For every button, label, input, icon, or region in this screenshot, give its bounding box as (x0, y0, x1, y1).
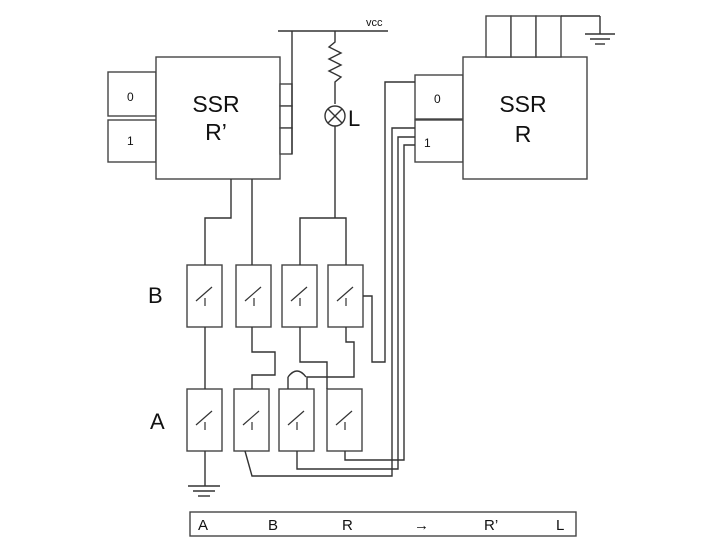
truth-table-rprime: R’ (484, 517, 498, 534)
ground-icon-bottom (188, 485, 220, 497)
ssr-right-title: SSR (499, 91, 546, 117)
vcc-label: vcc (366, 17, 383, 29)
ssr-left-input-0-label: 0 (127, 90, 134, 104)
ssr-right-input-0 (414, 74, 464, 120)
ssr-right-subtitle: R (515, 121, 532, 147)
switch-b4 (327, 264, 364, 328)
ssr-left: 0 1 SSR R’ (107, 31, 293, 180)
truth-table-arrow: → (414, 517, 429, 534)
wiring (204, 81, 415, 486)
lamp-icon: L (324, 105, 360, 131)
vcc-rail: vcc (278, 17, 388, 32)
switch-row-b (186, 264, 364, 328)
ssr-right: 0 1 SSR R (414, 15, 601, 180)
ssr-left-pin-3 (279, 127, 293, 155)
ssr-right-pin-1 (485, 15, 512, 58)
ssr-right-pin-3 (535, 15, 562, 58)
ground-icon-top (585, 33, 615, 45)
truth-table-a: A (198, 517, 208, 534)
truth-table: A B R → R’ L (189, 511, 577, 537)
row-label-a: A (150, 409, 165, 434)
ssr-right-input-1-label: 1 (424, 136, 431, 150)
ssr-left-input-1 (107, 119, 157, 163)
truth-table-frame (189, 511, 577, 537)
ssr-right-pin-2 (510, 15, 537, 58)
ssr-left-subtitle: R’ (205, 119, 227, 145)
row-label-b: B (148, 283, 163, 308)
switch-a1 (186, 388, 223, 452)
switch-b2 (235, 264, 272, 328)
lamp-label: L (348, 106, 360, 131)
truth-table-l: L (556, 517, 564, 534)
switch-a2 (233, 388, 270, 452)
ssr-right-body (462, 56, 588, 180)
truth-table-b: B (268, 517, 278, 534)
switch-row-a (186, 388, 363, 452)
ssr-left-input-1-label: 1 (127, 134, 134, 148)
ssr-left-pin-2 (279, 105, 293, 129)
ssr-left-pin-1 (279, 83, 293, 107)
switch-a4 (326, 388, 363, 452)
ssr-left-body (155, 56, 281, 180)
resistor (327, 31, 343, 104)
truth-table-r: R (342, 517, 353, 534)
ssr-left-title: SSR (192, 91, 239, 117)
switch-b1 (186, 264, 223, 328)
switch-b3 (281, 264, 318, 328)
ssr-right-input-1 (414, 119, 464, 163)
switch-a3 (278, 388, 315, 452)
ssr-right-input-0-label: 0 (434, 92, 441, 106)
